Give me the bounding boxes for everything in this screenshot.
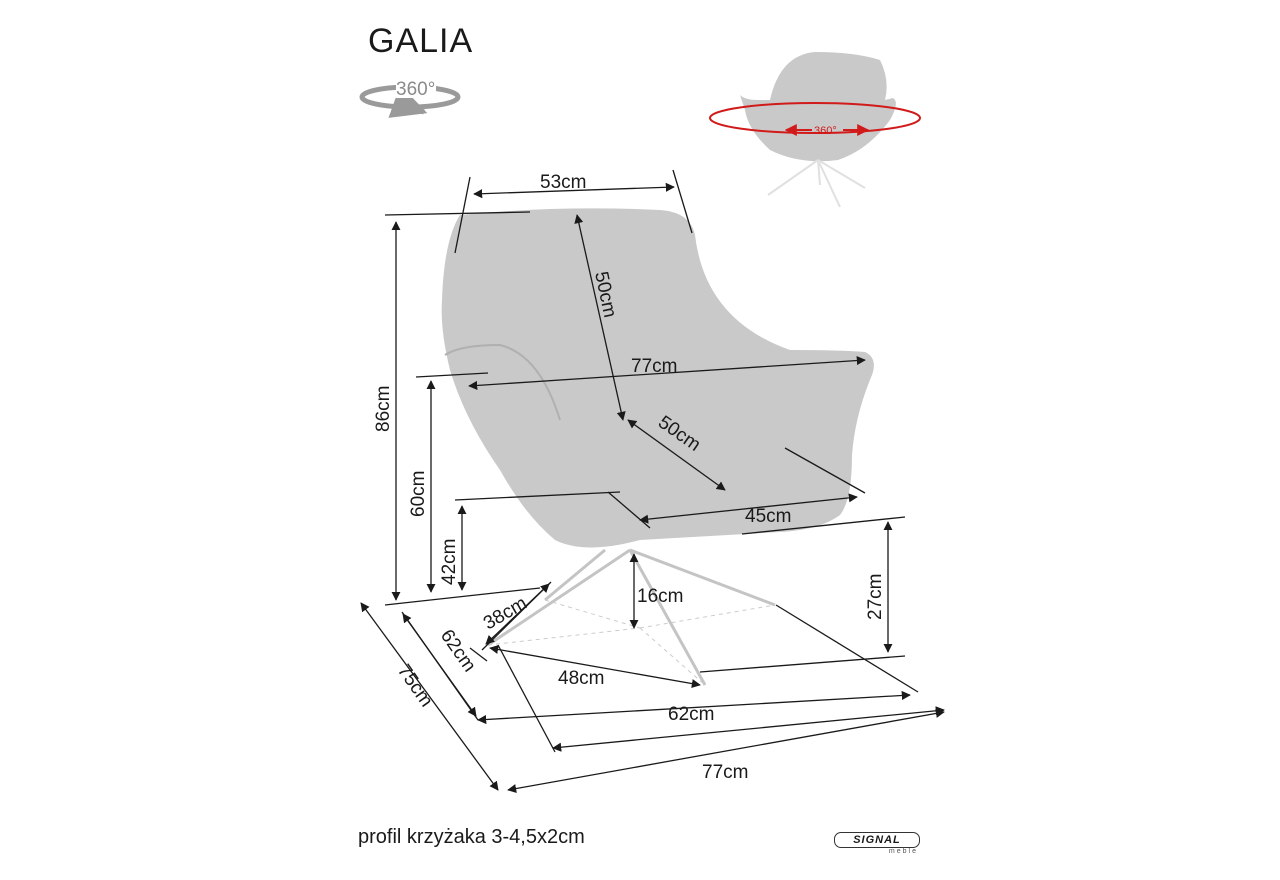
label-seat-height: 42cm — [439, 539, 460, 585]
label-total-width-top: 77cm — [631, 356, 677, 377]
label-armrest-height: 60cm — [408, 471, 429, 517]
label-seat-width: 45cm — [745, 506, 791, 527]
label-base-clearance: 16cm — [637, 586, 683, 607]
label-under-seat: 27cm — [865, 574, 886, 620]
brand-logo: SIGNAL meble — [834, 832, 920, 855]
rotation-preview: 360° — [709, 52, 921, 208]
base-profile-caption: profil krzyżaka 3-4,5x2cm — [358, 826, 585, 848]
rotation-icon: 360° — [359, 76, 461, 118]
dimension-lines — [360, 169, 945, 794]
label-back-width: 53cm — [540, 172, 586, 193]
rotation-icon-label: 360° — [396, 79, 435, 100]
product-title: GALIA — [368, 22, 474, 60]
brand-name: SIGNAL — [834, 832, 920, 848]
label-base-width: 48cm — [558, 668, 604, 689]
label-total-depth: 75cm — [393, 661, 437, 711]
rotation-preview-label: 360° — [814, 125, 837, 137]
label-total-height: 86cm — [373, 386, 394, 432]
brand-sub: meble — [888, 848, 918, 855]
label-base-radius: 38cm — [480, 593, 531, 634]
label-total-width-bottom: 77cm — [702, 762, 748, 783]
label-footprint-width: 62cm — [668, 704, 714, 725]
